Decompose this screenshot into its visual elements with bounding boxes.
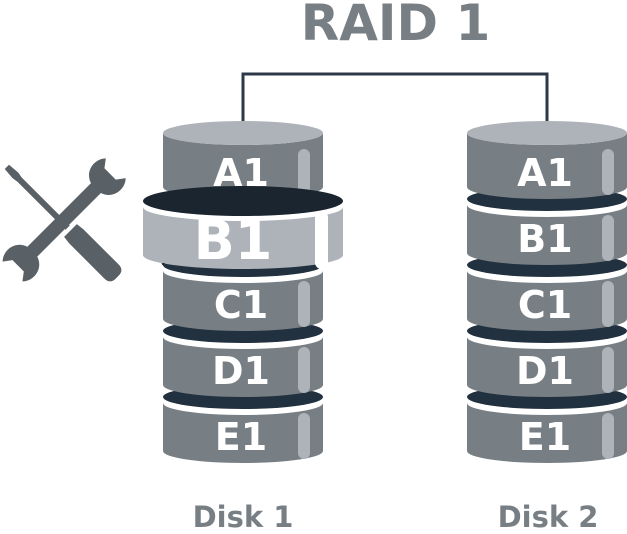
- disk-1-segment-b1: B1: [143, 186, 343, 275]
- failed-ring-body: [143, 207, 343, 269]
- segment-highlight: [602, 149, 614, 195]
- segment-body: [163, 133, 323, 199]
- failed-ring-bottom-edge: [161, 262, 325, 275]
- disk-1-segment-a1: A1: [163, 121, 323, 199]
- disk-1-segment-d1: D1: [163, 319, 323, 397]
- disk-2-segment-a1: A1: [467, 121, 627, 199]
- mirror-connector-line: [241, 72, 549, 126]
- segment-body: [467, 133, 627, 199]
- segment-highlight: [298, 149, 310, 195]
- segment-label: E1: [519, 415, 571, 459]
- segment-highlight: [315, 211, 328, 269]
- disk-2-stack: E1 D1 C1 B1 A1: [467, 121, 627, 463]
- segment-label: D1: [516, 349, 574, 393]
- disk-2-label: Disk 2: [497, 500, 599, 534]
- segment-body: [163, 403, 323, 463]
- segment-body: [163, 271, 323, 331]
- segment-highlight: [602, 413, 614, 459]
- wrench-screwdriver-icon: [2, 158, 126, 282]
- segment-label: A1: [517, 151, 573, 195]
- diagram-title: RAID 1: [300, 0, 491, 52]
- segment-label: C1: [518, 283, 572, 327]
- segment-highlight: [602, 347, 614, 393]
- segment-top-cap: [163, 121, 323, 145]
- failed-ring-shadow: [143, 186, 343, 216]
- segment-body: [163, 337, 323, 397]
- segment-highlight: [602, 281, 614, 327]
- segment-label: B1: [194, 209, 273, 272]
- disk-1-label: Disk 1: [192, 500, 294, 534]
- wrench-icon: [2, 158, 126, 282]
- segment-label: B1: [517, 217, 572, 261]
- segment-highlight: [602, 215, 614, 261]
- segment-body: [467, 403, 627, 463]
- segment-label: E1: [215, 415, 267, 459]
- screwdriver-icon: [4, 164, 122, 282]
- mirror-connector: [241, 72, 549, 126]
- segment-top-cap: [467, 121, 627, 145]
- segment-highlight: [298, 413, 310, 459]
- segment-body: [467, 271, 627, 331]
- disk-1-segment-e1: E1: [163, 385, 323, 463]
- segment-body: [467, 337, 627, 397]
- segment-label: D1: [212, 349, 270, 393]
- segment-body: [467, 205, 627, 265]
- segment-highlight: [298, 281, 310, 327]
- segment-label: C1: [214, 283, 268, 327]
- segment-highlight: [298, 347, 310, 393]
